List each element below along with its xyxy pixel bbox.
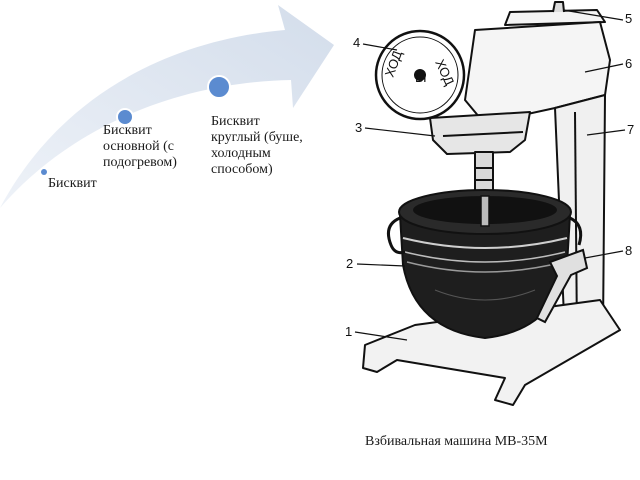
step-dot-1 [41,169,47,175]
base [362,299,621,406]
step-label-biscuit: Бисквит [48,176,97,191]
bowl-clamp [535,248,589,324]
arrow-body [0,5,334,208]
top-lever [552,1,565,13]
callout-line-6 [584,63,624,73]
callout-line-1 [354,331,408,341]
process-arrow [0,5,334,208]
speed-dial: ХОД ХОД Ы [374,29,466,121]
part-number-3: 3 [355,120,362,135]
step-dot-3 [207,75,231,99]
part-number-7: 7 [627,122,634,137]
part-number-1: 1 [345,324,352,339]
part-number-2: 2 [346,256,353,271]
step-label-biscuit-round: Бисквит круглый (буше, холодным способом… [211,114,303,177]
gear-head [429,111,531,155]
mixing-bowl [387,189,583,340]
part-number-5: 5 [625,11,632,26]
figure-caption: Взбивальная машина МВ-35М [365,434,548,449]
callout-line-2 [356,263,406,267]
callout-line-8 [584,250,624,259]
callout-line-5 [562,9,624,21]
callout-line-4 [362,43,398,51]
dial-text-center: Ы [415,70,427,85]
step-dot-2 [116,108,134,126]
part-number-4: 4 [353,35,360,50]
callout-line-3 [364,127,436,137]
mixer-machine-drawing: ХОД ХОД Ы 1 2 3 4 5 6 7 8 [345,1,634,406]
callout-line-7 [586,129,626,136]
step-label-biscuit-heated: Бисквит основной (с подогревом) [103,123,177,170]
part-number-8: 8 [625,243,632,258]
part-number-6: 6 [625,56,632,71]
